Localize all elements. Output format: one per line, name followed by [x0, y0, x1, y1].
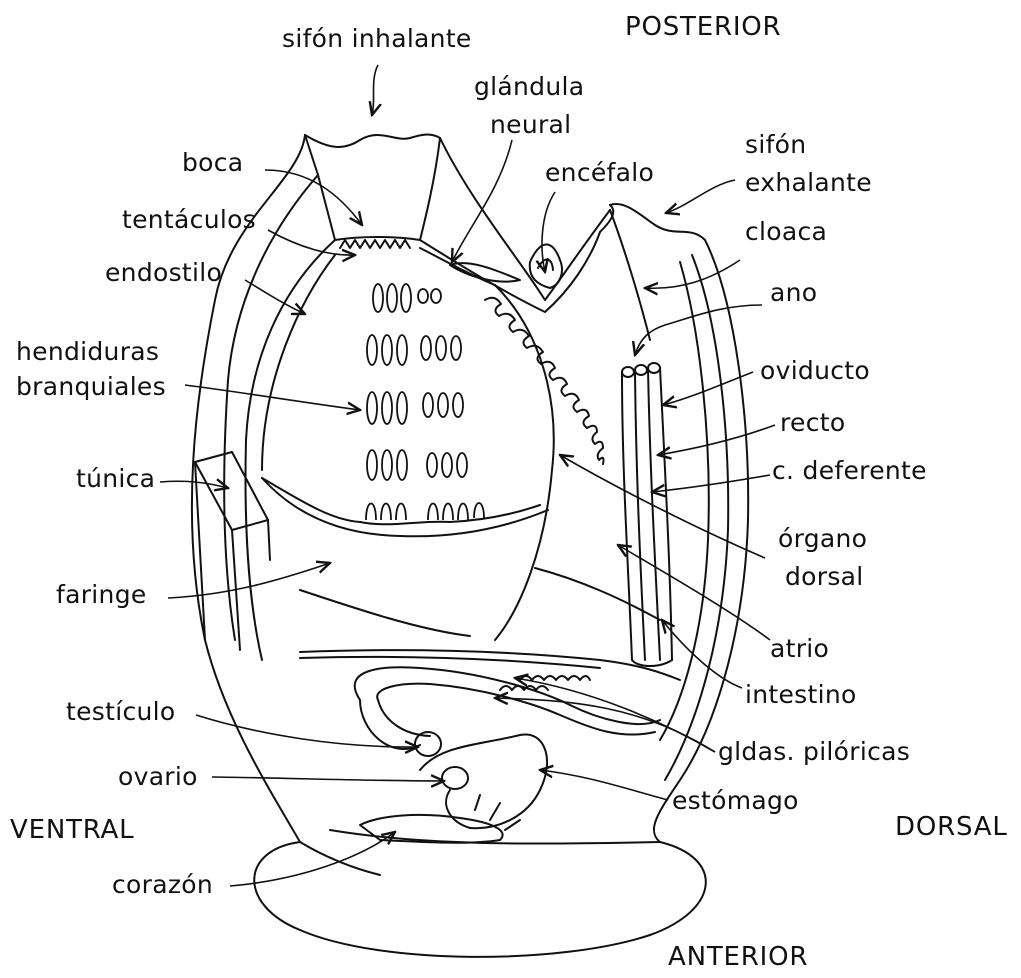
leader-ovario	[212, 777, 444, 781]
base-disc	[254, 842, 706, 957]
label-ovario: ovario	[118, 762, 198, 792]
brain	[530, 244, 562, 288]
label-sifon: sifón	[745, 130, 806, 160]
atrial-line-1	[300, 590, 470, 636]
stomach-cavity-top	[300, 650, 680, 680]
label-branquiales: branquiales	[16, 372, 166, 402]
rectum-left	[635, 372, 645, 660]
stomach-cavity-top2	[300, 657, 600, 668]
branchial-basket-bottom	[262, 478, 540, 524]
inhalant-siphon	[305, 135, 440, 147]
label-intestino: intestino	[745, 680, 857, 710]
label-endostilo: endostilo	[105, 258, 222, 288]
oviduct	[622, 372, 632, 660]
ventral-label: VENTRAL	[10, 815, 134, 845]
stomach-inner	[446, 790, 470, 828]
gut-loop-inner	[377, 684, 655, 735]
leader-tentaculos	[268, 230, 355, 255]
exhalant-siphon	[610, 204, 705, 240]
leader-cloaca	[645, 260, 740, 288]
pyloric-glands	[520, 676, 590, 680]
anterior-label: ANTERIOR	[668, 942, 808, 972]
label-estomago: estómago	[672, 786, 799, 816]
anus-2	[635, 365, 647, 375]
label-sifon-inhalante: sifón inhalante	[282, 24, 472, 54]
siphon-bridge-inner	[420, 232, 600, 312]
cloaca-line	[610, 210, 650, 340]
anus-1	[622, 367, 634, 377]
exhalant-siphon-lip	[600, 205, 613, 232]
label-recto: recto	[780, 408, 845, 438]
dorsal-label: DORSAL	[895, 812, 1008, 842]
label-tunica: túnica	[76, 464, 155, 494]
anus-3	[648, 363, 660, 373]
mouth-rim	[335, 237, 420, 240]
leader-organo-dorsal	[560, 455, 765, 558]
leader-sifon-exhalante	[666, 180, 735, 213]
label-oviducto: oviducto	[760, 356, 870, 386]
intestine-down	[360, 700, 420, 749]
label-c-deferente: c. deferente	[772, 456, 927, 486]
intestine-down2	[378, 700, 430, 736]
tube-ends	[632, 660, 672, 666]
leader-recto	[658, 425, 775, 455]
label-organo: órgano	[778, 524, 867, 554]
leader-tunica	[160, 481, 228, 488]
leader-deferente	[652, 475, 770, 492]
label-corazon: corazón	[112, 870, 213, 900]
label-hendiduras: hendiduras	[16, 337, 159, 367]
brain-inner	[538, 260, 553, 270]
posterior-label: POSTERIOR	[625, 12, 781, 42]
pharynx-wall	[262, 255, 335, 470]
ovary	[442, 767, 468, 789]
label-encefalo: encéfalo	[545, 158, 654, 188]
label-tentaculos: tentáculos	[122, 205, 256, 235]
tunic-cut-front	[195, 452, 268, 530]
inhalant-siphon-right	[420, 138, 440, 240]
leader-estomago	[540, 770, 668, 800]
label-atrio: atrio	[770, 634, 829, 664]
label-gldas-piloricas: gldas. pilóricas	[718, 737, 910, 767]
gut-loop-outer	[355, 667, 660, 724]
label-ano: ano	[770, 278, 817, 308]
dorsal-lamina	[485, 298, 604, 464]
tentacles	[340, 240, 410, 248]
label-glandula: glándula	[474, 72, 584, 102]
label-cloaca: cloaca	[745, 217, 827, 247]
label-boca: boca	[182, 148, 243, 178]
leader-pyloric-2	[495, 698, 715, 752]
label-neural: neural	[490, 110, 571, 140]
leader-sifon-inhalante	[372, 65, 378, 115]
leader-oviducto	[663, 372, 753, 405]
label-dorsal-organ: dorsal	[785, 562, 864, 592]
inhalant-siphon-left	[305, 135, 335, 240]
leader-glandula	[452, 140, 512, 262]
leader-boca	[265, 170, 362, 225]
branchial-slits	[366, 284, 484, 520]
tunic-ventral-inner1	[224, 175, 318, 640]
label-exhalante: exhalante	[745, 168, 872, 198]
label-faringe: faringe	[56, 580, 147, 610]
label-testiculo: testículo	[66, 697, 176, 727]
leader-testiculo	[196, 715, 418, 747]
pharynx-dorsal	[495, 285, 554, 640]
